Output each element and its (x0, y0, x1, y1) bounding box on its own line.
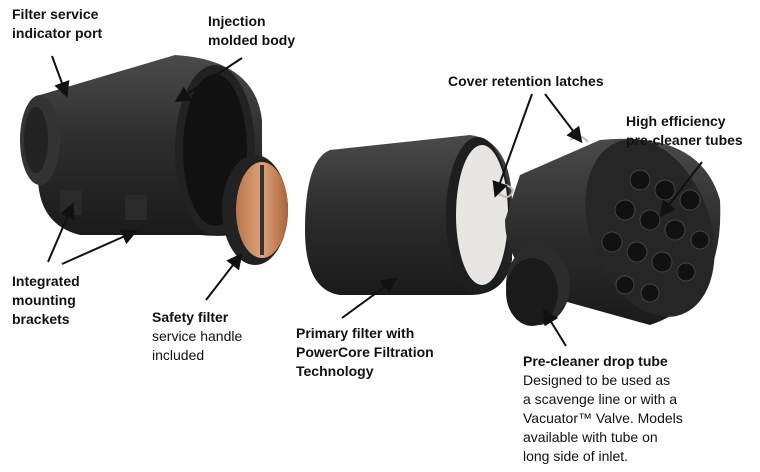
label-line: PowerCore Filtration (296, 344, 434, 360)
label-line: Designed to be used as (523, 372, 671, 388)
label-line: High efficiency (626, 113, 726, 129)
label-line: Integrated (12, 273, 80, 289)
label-title: Pre-cleaner drop tube (523, 353, 668, 369)
label-title: Safety filter (152, 309, 229, 325)
label-line: mounting (12, 292, 76, 308)
pre-cleaner (494, 135, 721, 326)
label-line: Filter service (12, 6, 99, 22)
label-line: service handle (152, 328, 243, 344)
label-line: Cover retention latches (448, 73, 604, 89)
label-drop-tube: Pre-cleaner drop tube Designed to be use… (523, 352, 683, 466)
label-line: pre-cleaner tubes (626, 132, 743, 148)
label-line: molded body (208, 32, 296, 48)
label-line: a scavenge line or with a (523, 391, 678, 407)
label-primary-filter: Primary filter with PowerCore Filtration… (296, 324, 434, 381)
label-line: Primary filter with (296, 325, 415, 341)
label-brackets: Integrated mounting brackets (12, 272, 80, 329)
label-line: Injection (208, 13, 266, 29)
label-tubes: High efficiency pre-cleaner tubes (626, 112, 743, 150)
label-line: indicator port (12, 25, 103, 41)
label-line: available with tube on (523, 429, 658, 445)
label-line: included (152, 347, 205, 363)
primary-filter (305, 135, 512, 295)
label-safety-filter: Safety filter service handle included (152, 308, 242, 365)
label-line: Technology (296, 363, 374, 379)
label-indicator-port: Filter service indicator port (12, 5, 102, 43)
label-line: Vacuator™ Valve. Models (523, 410, 683, 426)
label-body: Injection molded body (208, 12, 295, 50)
label-line: long side of inlet. (523, 448, 629, 464)
safety-filter (222, 155, 288, 265)
label-line: brackets (12, 311, 70, 327)
label-latches: Cover retention latches (448, 72, 604, 91)
callout-arrows (47, 55, 703, 347)
